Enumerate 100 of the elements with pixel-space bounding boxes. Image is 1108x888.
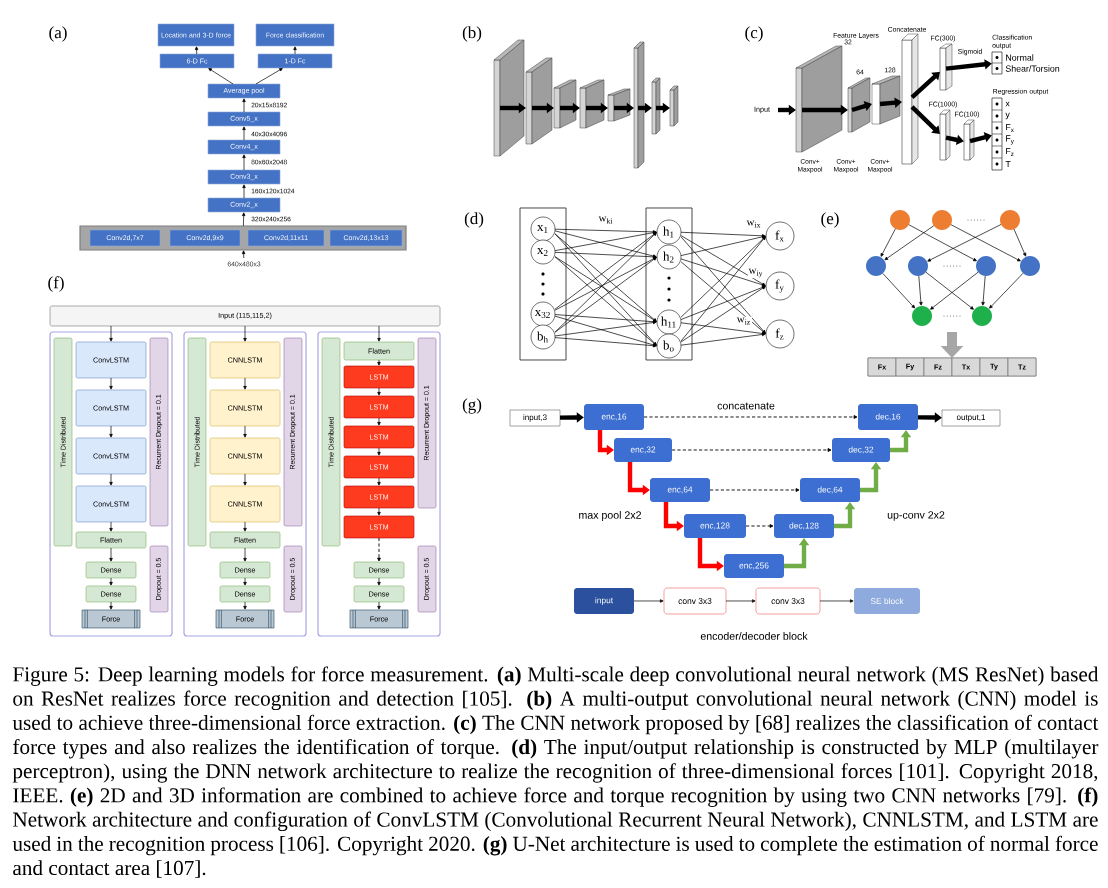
feature-map-block (607, 88, 631, 122)
arrow (243, 473, 247, 486)
arrow (377, 601, 381, 610)
feature-map-block (651, 77, 661, 135)
arrow (208, 68, 234, 85)
arrow (377, 577, 381, 586)
feature-map-block (847, 77, 871, 133)
neuron-circle (890, 210, 910, 230)
arrow (680, 258, 766, 287)
arrow (109, 473, 113, 486)
arrow (918, 275, 923, 306)
arrow (109, 377, 113, 390)
arrow (109, 521, 113, 532)
arrow (243, 577, 247, 586)
arrow (709, 488, 800, 492)
model-column (317, 331, 441, 637)
arrow (819, 599, 854, 603)
feature-map-block (669, 85, 679, 127)
arrow (880, 228, 896, 257)
arrow (243, 547, 247, 562)
feature-map-block (579, 79, 605, 129)
arrow (242, 98, 246, 113)
arrow (989, 272, 1024, 309)
arrow (377, 387, 381, 396)
arrow (242, 184, 246, 199)
arrow (910, 71, 940, 100)
neuron-circle (908, 256, 928, 276)
arrow (633, 599, 664, 603)
arrow (554, 337, 657, 348)
arrow (377, 477, 381, 486)
arrow (554, 256, 657, 346)
arrow (109, 325, 113, 342)
arrow (377, 325, 381, 342)
arrow (680, 332, 766, 346)
arrow (927, 224, 1002, 262)
arrow (377, 359, 381, 366)
arrow (882, 273, 915, 309)
panel-label: (b) (462, 26, 482, 42)
arrow (377, 417, 381, 426)
arrow (243, 601, 247, 610)
arrow (554, 256, 657, 322)
neuron-circle (976, 256, 996, 276)
arrow (242, 154, 246, 171)
panel-label: (e) (821, 212, 839, 228)
figure-caption: Figure 5: Deep learning models for force measurement. (a) Multi-scale deep convolutional neural network (MS ResNet) based on ResNet realizes force recognition and detection [105]. (b) A multi-output convolutional neural network (CNN) model is used to achieve three-dimensional force extraction. (c) The CNN network proposed by [68] realizes the classification of contact force types and also realizes the identification of torque. (d) The input/output relationship is constructed by MLP (multilayer perceptron), using the DNN network architecture to realize the recognition of three-dimensional forces [101]. Copyright 2018, IEEE. (e) 2D and 3D information are combined to achieve force and torque recognition by using two CNN networks [79]. (f) Network architecture and configuration of ConvLSTM (Convolutional Recurrent Neural Network), CNNLSTM, and LSTM are used in the recognition process [106]. Copyright 2020. (g) U-Net architecture is used to complete the estimation of normal force and contact area [107]. (12, 666, 1099, 878)
arrow (643, 415, 858, 419)
arrow (884, 225, 935, 261)
arrow (293, 46, 297, 55)
neuron-circle (972, 306, 992, 326)
arrow (554, 320, 657, 337)
model-column (183, 331, 307, 637)
neuron-circle (1000, 210, 1020, 230)
arrow (109, 601, 113, 610)
arrow (680, 235, 766, 256)
arrow (243, 425, 247, 438)
layer-frame (645, 207, 693, 361)
arrow (243, 377, 247, 390)
neuron-circle (912, 306, 932, 326)
arrow (554, 315, 657, 347)
arrow (554, 230, 657, 258)
model-column (49, 331, 173, 637)
arrow (908, 224, 977, 262)
arrow (981, 275, 986, 306)
arrow (242, 212, 246, 227)
panel-label: (a) (49, 26, 67, 42)
feature-map-block (795, 45, 843, 153)
feature-map-block (871, 75, 901, 125)
arrow (725, 599, 756, 603)
arrow (243, 521, 247, 532)
arrow (109, 425, 113, 438)
arrow (680, 286, 766, 343)
panel-label: (d) (464, 212, 484, 228)
arrow (377, 507, 381, 516)
arrow (109, 547, 113, 562)
panel-label: (c) (745, 26, 763, 42)
arrow (241, 250, 246, 259)
feature-map-block (525, 57, 553, 145)
arrow (1013, 228, 1027, 257)
arrow (554, 252, 657, 259)
arrow (950, 224, 1021, 262)
arrow (851, 101, 872, 113)
arrow (671, 448, 832, 452)
arrow (554, 314, 657, 324)
arrow (680, 235, 766, 286)
arrow (680, 285, 766, 320)
arrow (243, 325, 247, 342)
arrow (255, 68, 283, 85)
arrow (554, 257, 657, 311)
arrow (554, 231, 657, 251)
panel-label: (g) (462, 398, 482, 414)
arrow (554, 257, 657, 333)
arrow (680, 261, 766, 334)
arrow (377, 537, 381, 562)
panel-label: (f) (48, 276, 64, 292)
arrow (377, 447, 381, 456)
neuron-circle (866, 256, 886, 276)
arrow (680, 231, 766, 238)
arrow (969, 132, 992, 144)
feature-map-block (493, 39, 525, 157)
arrow (680, 322, 766, 336)
